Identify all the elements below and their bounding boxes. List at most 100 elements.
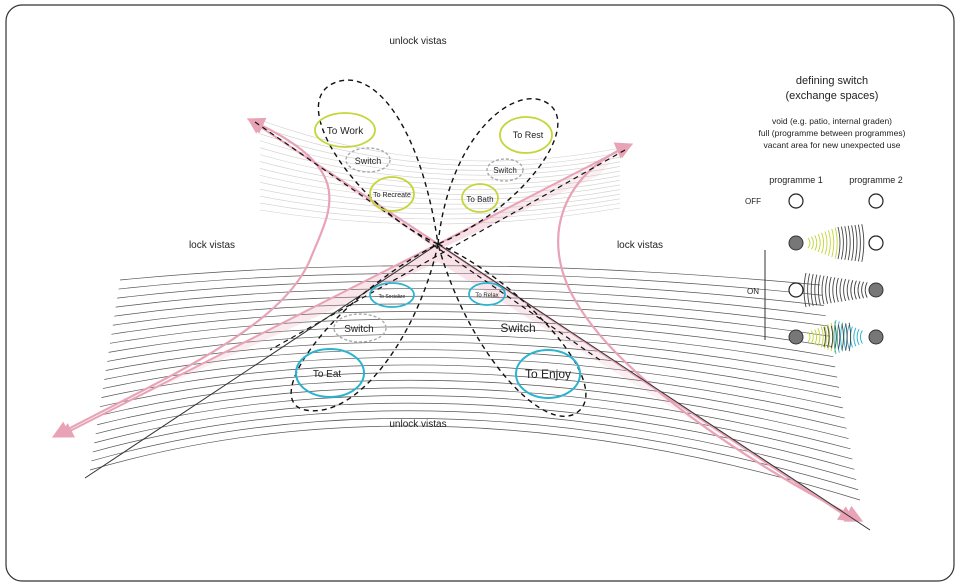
lower-fan-line <box>102 356 843 409</box>
legend-wave-arc <box>824 231 828 255</box>
legend-wave-arc <box>807 237 811 249</box>
legend-wave-arc <box>824 325 827 349</box>
node-switch-bottom-left <box>333 313 387 343</box>
label-lock-vistas-left: lock vistas <box>189 240 235 251</box>
legend-wave-arc <box>859 330 863 344</box>
legend-wave-arc <box>817 233 821 253</box>
node-to-enjoy <box>515 349 581 399</box>
label-switch-top-right: Switch <box>493 166 517 175</box>
label-to-relax: To Relax <box>475 293 498 299</box>
legend-wave-arc <box>811 236 814 250</box>
label-unlock-vistas-bottom: unlock vistas <box>389 419 446 430</box>
node-switch-top-left <box>345 147 391 173</box>
legend-wave-arc <box>861 281 865 299</box>
legend-title-line1: defining switch <box>796 75 868 87</box>
label-to-recreate: To Recreate <box>373 192 411 199</box>
node-to-socialize <box>369 282 415 308</box>
label-switch-top-left: Switch <box>355 156 382 166</box>
on-row-3-waves <box>807 319 863 355</box>
legend-wave-arc <box>827 326 830 348</box>
legend-wave-arc <box>856 328 860 346</box>
legend-wave-arc <box>814 274 818 306</box>
lobe-bottom-left <box>290 242 439 412</box>
legend-programme-2: programme 2 <box>849 175 903 185</box>
legend-wave-arc <box>823 326 826 348</box>
on-row-1-waves <box>807 224 865 262</box>
lower-fan-line <box>89 425 861 501</box>
on-row-2-waves <box>803 272 868 308</box>
node-to-rest <box>499 116 553 154</box>
legend-wave-arc <box>843 278 847 302</box>
label-to-socialize: To Socialize <box>379 294 406 300</box>
lobe-top-right <box>437 98 559 246</box>
legend-wave-arc <box>827 324 831 350</box>
label-to-eat: To Eat <box>313 369 342 380</box>
legend-wave-arc <box>837 324 841 350</box>
on-row-1-programme-1-circle <box>788 235 804 251</box>
legend-wave-arc <box>848 322 852 352</box>
upper-fan-line <box>259 126 621 166</box>
black-diagonal-long-b <box>437 243 871 531</box>
legend-wave-arc <box>827 230 831 256</box>
label-unlock-vistas-top: unlock vistas <box>389 36 446 47</box>
node-to-eat <box>295 348 365 398</box>
legend-wave-arc <box>854 224 858 262</box>
legend-wave-arc <box>845 323 848 351</box>
legend-wave-arc <box>853 280 857 300</box>
legend-item-full: full (programme between programmes) <box>759 128 906 138</box>
node-to-recreate <box>369 176 415 212</box>
on-row-1-programme-2-circle <box>868 235 884 251</box>
label-switch-bottom-left: Switch <box>344 324 373 335</box>
legend-wave-arc <box>821 275 825 305</box>
lower-fan-line <box>117 280 824 306</box>
upper-fan-line <box>259 140 621 176</box>
legend-wave-arc <box>817 275 821 305</box>
legend-wave-arc <box>810 330 814 344</box>
legend-wave-arc <box>844 226 848 260</box>
lobe-bottom-right <box>436 242 587 417</box>
legend-wave-arc <box>836 321 840 353</box>
off-programme-1-circle <box>788 193 804 209</box>
label-to-bath: To Bath <box>466 195 493 204</box>
dashed-diagonal-a <box>254 121 601 361</box>
legend-wave-arc <box>828 276 832 304</box>
legend-wave-arc <box>810 273 814 307</box>
legend-off-label: OFF <box>745 197 761 206</box>
lower-line-fan <box>89 265 861 501</box>
legend: defining switch (exchange spaces) void (… <box>745 75 906 355</box>
upper-line-fan <box>259 119 621 225</box>
lower-fan-line <box>94 402 855 470</box>
legend-wave-arc <box>834 227 838 259</box>
legend-wave-arc <box>853 327 857 347</box>
legend-wave-arc <box>846 279 850 301</box>
outer-border <box>5 4 955 582</box>
node-switch-top-right <box>486 158 524 182</box>
pink-arrow-diag-a <box>247 118 855 522</box>
label-to-work: To Work <box>327 126 364 137</box>
lower-fan-line <box>115 288 826 317</box>
node-to-relax <box>468 282 506 306</box>
legend-wave-arc <box>817 327 821 347</box>
legend-wave-arc <box>839 278 843 302</box>
legend-wave-arc <box>837 226 841 260</box>
black-diagonal-long <box>84 243 439 479</box>
legend-wave-arc <box>857 281 861 299</box>
legend-wave-arc <box>825 276 829 304</box>
legend-wave-arc <box>864 282 868 298</box>
pink-arrow-left-curve <box>51 117 331 438</box>
legend-wave-arc <box>857 224 861 262</box>
legend-wave-arc <box>843 323 847 351</box>
legend-wave-arc <box>814 235 818 251</box>
legend-wave-arc <box>835 277 839 303</box>
label-switch-bottom-right: Switch <box>500 321 535 335</box>
on-row-2-programme-2-circle <box>868 282 884 298</box>
lower-fan-line <box>105 341 840 388</box>
dashed-diagonal-b <box>269 149 626 351</box>
legend-item-void: void (e.g. patio, internal graden) <box>772 116 892 126</box>
on-row-2-programme-1-circle <box>788 282 804 298</box>
label-lock-vistas-right: lock vistas <box>617 240 663 251</box>
node-to-work <box>314 112 376 148</box>
legend-wave-arc <box>830 325 834 349</box>
legend-wave-arc <box>803 272 807 308</box>
legend-wave-arc <box>861 224 865 262</box>
